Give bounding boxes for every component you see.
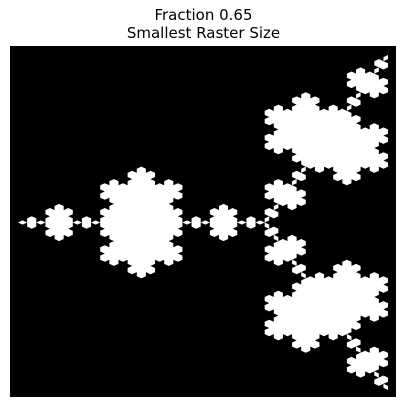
image-panel — [10, 46, 396, 397]
figure-title-line1: Fraction 0.65 — [154, 6, 253, 24]
fractal-image — [18, 55, 388, 390]
koch-snowflake — [18, 55, 388, 390]
figure-title-line2: Smallest Raster Size — [126, 24, 281, 42]
